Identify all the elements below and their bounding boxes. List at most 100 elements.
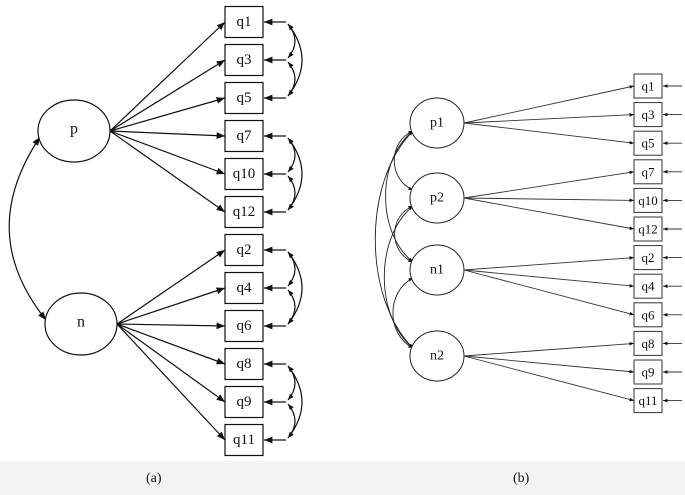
indicator-label: q2 [237,242,252,258]
indicator-box [633,73,663,99]
indicator-box [224,309,264,343]
indicator-box [224,271,264,305]
latent-covariance-arrow [392,277,414,349]
indicator-label: q9 [237,394,252,410]
latent-covariance-arrow [393,130,414,191]
latent-ellipse [409,97,465,149]
indicator-label: q3 [642,107,655,122]
indicator-box [224,5,264,39]
residual-covariance-arrow [287,251,303,325]
residual-covariance-arrow [287,61,296,97]
loading-arrow [463,197,635,230]
latent-label: p [70,121,78,138]
indicator-label: q12 [233,204,256,220]
indicator-label: q1 [642,79,655,94]
latent-covariance-arrow [385,130,414,263]
loading-arrow [109,59,226,132]
residual-covariance-arrow [287,175,296,211]
loading-arrow [463,355,635,402]
loading-arrow [463,170,635,199]
panel-b-label: (b) [513,471,530,486]
loading-arrow [116,249,226,325]
loading-arrow [116,323,226,403]
loading-arrow [463,85,635,124]
sem-diagrams: q1 q3 q5 q7 q10 q12 q2 q4 q6 q8 q9 q11 p n q1 q3 q5 q7 q1… [8,5,682,457]
latent-label: n2 [430,349,444,364]
residual-covariance-arrow [287,137,303,211]
residual-covariance-arrow [287,403,296,439]
indicator-label: q7 [642,164,656,179]
latent-ellipse [37,99,111,163]
loading-arrow [463,269,635,288]
indicator-box [224,119,264,153]
indicator-label: q11 [233,432,255,448]
residual-covariance-arrow [287,365,303,439]
residual-covariance-arrow [287,289,296,325]
indicator-label: q10 [638,193,658,208]
latent-covariance-arrow [374,130,414,349]
latent-label: n1 [430,263,444,278]
loading-arrow [116,322,226,330]
indicator-label: q1 [237,14,252,30]
indicator-label: q6 [642,307,656,322]
latent-label: p1 [430,116,444,131]
indicator-box [224,233,264,267]
latent-covariance-arrow [383,205,414,349]
loading-arrow [463,113,635,124]
indicator-box [633,359,663,385]
indicator-box [633,102,663,128]
loading-arrow [109,97,226,132]
indicator-label: q8 [237,356,252,372]
indicator-label: q2 [642,250,655,265]
loading-arrow [463,122,635,145]
loading-arrow [109,130,226,175]
latent-ellipse [409,244,465,296]
loading-arrow [463,197,635,203]
indicator-box [633,216,663,242]
indicator-label: q6 [237,318,253,334]
panel-b: q1 q3 q5 q7 q10 q12 q2 q4 q6 q8 q9 q11 p1 p2 n1 n2 [374,73,682,414]
indicator-label: q8 [642,336,655,351]
indicator-label: q11 [638,393,657,408]
indicator-box [224,43,264,77]
loading-arrow [116,287,226,325]
loading-arrow [116,323,226,365]
indicator-box [633,245,663,271]
latent-ellipse [409,172,465,224]
caption-bar [0,461,685,495]
latent-label: n [77,314,85,331]
indicator-label: q4 [237,280,253,296]
indicator-box [224,385,264,419]
indicator-box [633,187,663,213]
indicator-box [633,273,663,299]
indicator-box [224,347,264,381]
indicator-box [633,130,663,156]
indicator-box [633,159,663,185]
indicator-box [633,330,663,356]
indicator-box [224,81,264,115]
latent-covariance-arrow [8,136,47,321]
indicator-label: q5 [237,90,252,106]
loading-arrow [109,21,226,132]
indicator-label: q7 [237,128,253,144]
indicator-box [224,195,264,229]
indicator-label: q4 [642,279,656,294]
latent-ellipse [409,330,465,382]
loading-arrow [109,130,226,139]
indicator-label: q12 [638,222,658,237]
indicator-label: q9 [642,365,655,380]
loading-arrow [116,323,226,441]
loading-arrow [463,256,635,271]
loading-arrow [463,341,635,357]
indicator-box [633,302,663,328]
loading-arrow [463,269,635,316]
panel-a-label: (a) [146,471,162,486]
latent-covariance-arrow [394,205,414,263]
indicator-box [224,423,264,457]
latent-label: p2 [430,191,444,206]
indicator-label: q5 [642,136,655,151]
latent-ellipse [44,292,118,356]
indicator-box [633,388,663,414]
